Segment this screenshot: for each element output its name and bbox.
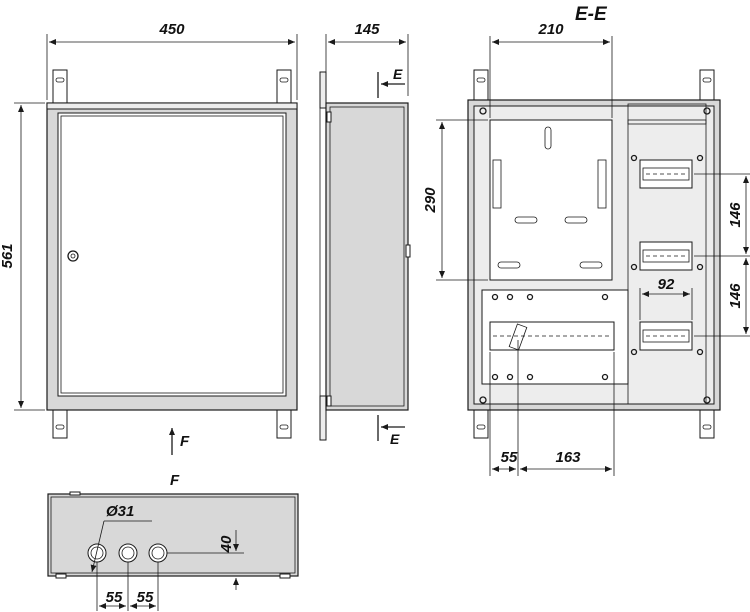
hole-height-label: 40 (218, 535, 235, 553)
dim-top-width-label: 210 (537, 21, 564, 38)
front-bracket-top-right (276, 69, 292, 107)
cable-entry-hole-2 (118, 543, 138, 563)
door-lock-icon (67, 250, 79, 262)
section-title: E-E (575, 4, 608, 25)
cabinet-body-bottom (47, 493, 299, 577)
front-bracket-top-left (52, 69, 68, 107)
din-rail-2 (639, 241, 693, 271)
dim-rail-spacing-bottom-label: 146 (727, 283, 744, 309)
dim-width-label: 450 (158, 21, 185, 38)
dim-rail-spacing-top-label: 146 (727, 202, 744, 228)
cabinet-body-side (325, 102, 409, 411)
dim-panel-height-label: 290 (422, 187, 439, 214)
hole-spacing-label-1: 55 (106, 589, 123, 606)
hole-diameter-label: Ø31 (106, 503, 134, 520)
hole-spacing-label-2: 55 (137, 589, 154, 606)
din-rail-3 (639, 321, 693, 351)
dim-bottom-width-label: 163 (555, 449, 581, 466)
section-mark-top: E (393, 66, 403, 82)
dim-depth-label: 145 (354, 21, 380, 38)
din-rail-1 (639, 159, 693, 189)
dim-rail-width-label: 92 (658, 276, 675, 293)
cable-entry-hole-1 (87, 543, 107, 563)
cabinet-door (57, 112, 287, 397)
section-view: E-E (422, 4, 750, 476)
dim-height-label: 561 (0, 243, 16, 268)
bottom-view-title: F (170, 472, 180, 489)
view-arrow-f-label: F (180, 433, 190, 450)
cable-entry-hole-3 (148, 543, 168, 563)
dim-bottom-offset-label: 55 (501, 449, 518, 466)
front-view: 450 561 F (0, 21, 298, 455)
bottom-view: F Ø31 40 55 55 (47, 472, 299, 611)
hole-diameter-leader (90, 520, 105, 573)
section-mark-bottom: E (390, 431, 400, 447)
side-view: 145 E E (319, 21, 411, 447)
